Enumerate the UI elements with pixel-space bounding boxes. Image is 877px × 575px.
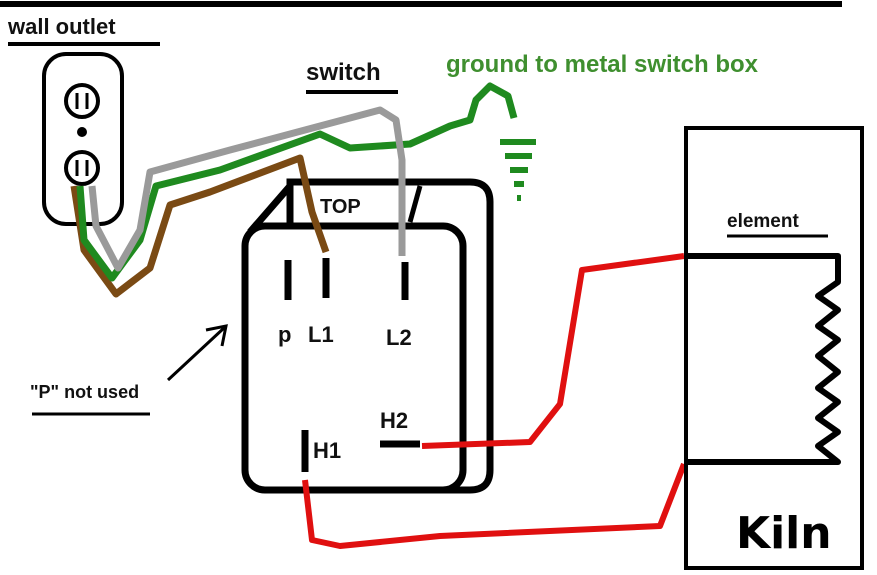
outlet-receptacle-top bbox=[64, 83, 100, 119]
p-not-used-arrow bbox=[166, 326, 226, 382]
switch-box-edge-right bbox=[407, 185, 423, 223]
switch-top-label: TOP bbox=[320, 196, 361, 218]
element-coil bbox=[686, 253, 841, 465]
terminal-l1-label: L1 bbox=[308, 322, 334, 347]
wall-outlet-label: wall outlet bbox=[7, 14, 116, 39]
outlet-screw bbox=[77, 127, 87, 137]
terminal-l2-label: L2 bbox=[386, 325, 412, 350]
terminal-h1-label: H1 bbox=[313, 438, 341, 463]
p-not-used-label: "P" not used bbox=[30, 382, 139, 402]
element-label: element bbox=[727, 211, 799, 232]
outlet-receptacle-bottom bbox=[64, 150, 100, 186]
switch-label: switch bbox=[306, 59, 381, 86]
wire-red-h2-to-element bbox=[421, 253, 685, 449]
terminal-p-label: p bbox=[278, 322, 291, 347]
kiln-box bbox=[684, 126, 864, 570]
wire-brown-to-l1 bbox=[70, 154, 330, 298]
terminal-h2-label: H2 bbox=[380, 408, 408, 433]
wall-outlet bbox=[42, 52, 124, 226]
ground-label: ground to metal switch box bbox=[446, 51, 759, 78]
switch-box-front bbox=[241, 222, 467, 494]
wire-red-h1-to-element bbox=[302, 462, 687, 549]
ground-symbol bbox=[500, 139, 536, 201]
kiln-label: Kiln bbox=[736, 508, 832, 559]
arrowhead bbox=[205, 324, 228, 347]
wire-gray-to-l2 bbox=[88, 106, 406, 272]
switch-box-edge-left bbox=[247, 183, 293, 235]
